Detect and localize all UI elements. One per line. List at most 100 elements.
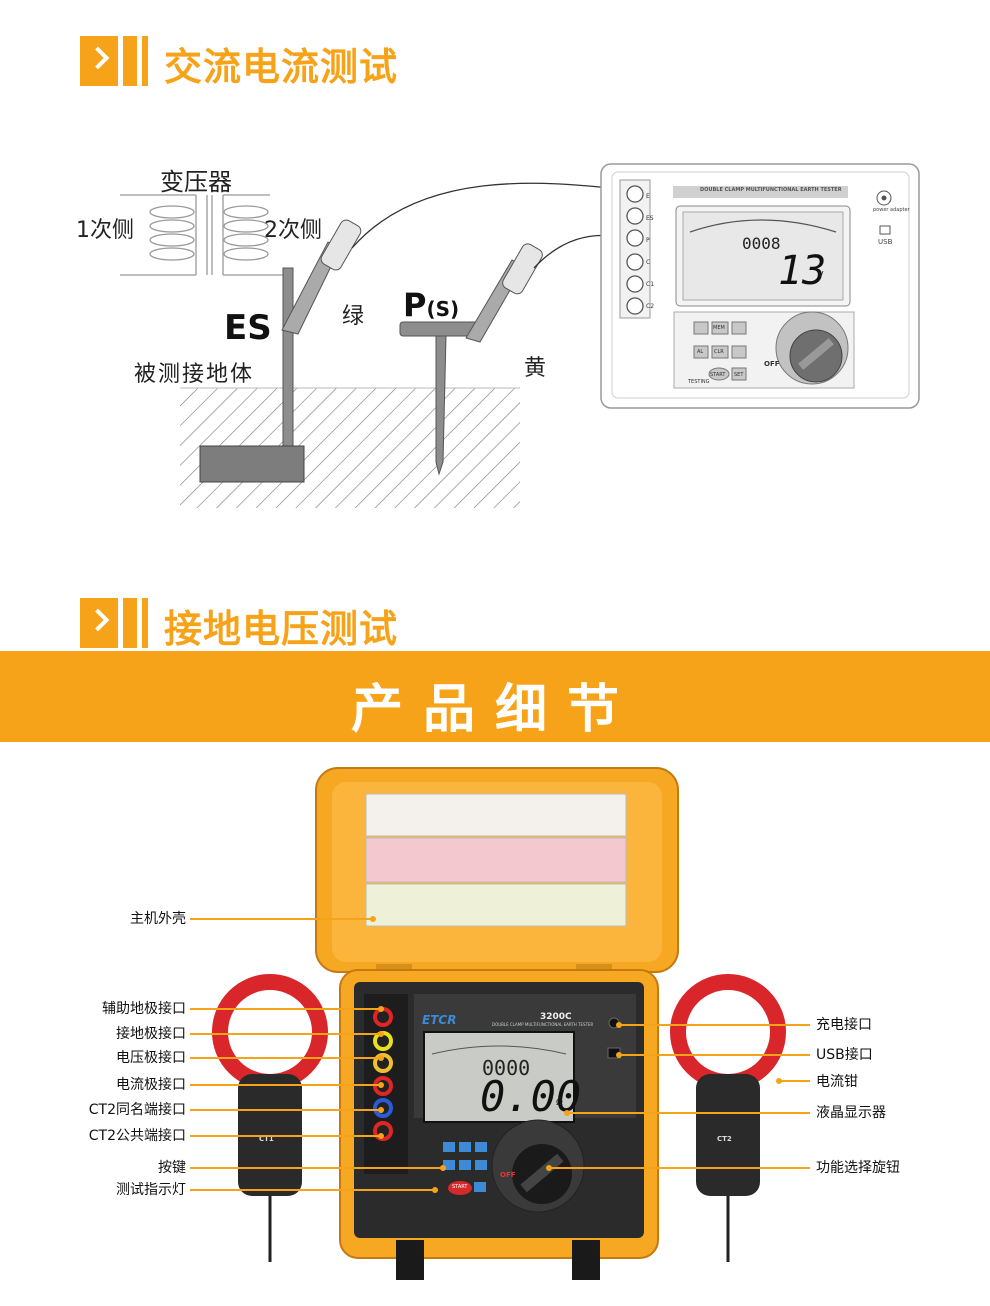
- key-start: START: [710, 372, 726, 378]
- callout-line: [190, 1167, 442, 1169]
- measured-body-label: 被测接地体: [134, 362, 255, 387]
- header-bar: [142, 36, 148, 86]
- earth-plate: [199, 445, 305, 483]
- callout-dot: [546, 1165, 552, 1171]
- start-button-label: START: [452, 1184, 468, 1190]
- terminal-labels: E ES P C C1 C2: [646, 186, 660, 318]
- lcd-screen: [423, 1031, 575, 1123]
- label-ct2-same-port: CT2同名端接口: [88, 1102, 186, 1118]
- label-charge-port: 充电接口: [816, 1017, 872, 1033]
- product-illustration: [212, 767, 786, 1280]
- p-sub: (S): [426, 297, 460, 321]
- callout-dot: [776, 1078, 782, 1084]
- section-title: 交流电流测试: [164, 44, 399, 89]
- label-lcd-display: 液晶显示器: [816, 1105, 886, 1121]
- terminal-c2: C2: [646, 303, 655, 310]
- callout-line: [190, 1084, 380, 1086]
- callout-line: [568, 1112, 810, 1114]
- terminal-c1: C1: [646, 281, 655, 288]
- callout-dot: [432, 1187, 438, 1193]
- terminal-e: E: [646, 193, 650, 200]
- callout-line: [780, 1080, 810, 1082]
- wiring-diagram: [120, 163, 920, 508]
- callout-line: [190, 1109, 380, 1111]
- model-subtitle: DOUBLE CLAMP MULTIFUNCTIONAL EARTH TESTE…: [492, 1022, 594, 1027]
- terminal-c: C: [646, 259, 651, 266]
- header-bar: [123, 36, 137, 86]
- yellow-label: 黄: [524, 356, 547, 381]
- section-header-ac-current: 交流电流测试: [80, 28, 680, 89]
- clamp-left-label: CT1: [259, 1135, 274, 1143]
- callout-dot: [616, 1022, 622, 1028]
- label-ct2-common-port: CT2公共端接口: [88, 1128, 186, 1144]
- label-voltage-port: 电压极接口: [116, 1050, 186, 1066]
- callout-dot: [378, 1133, 384, 1139]
- chevron-icon: [80, 598, 118, 648]
- lcd-unit-ohm: Ω: [556, 1098, 563, 1108]
- lid-sheet-2: [365, 837, 627, 883]
- lid-sheet-3: [365, 883, 627, 927]
- label-keys: 按键: [158, 1160, 186, 1176]
- callout-line: [190, 1057, 380, 1059]
- p-letter: P: [403, 286, 427, 324]
- callout-dot: [440, 1165, 446, 1171]
- clamp-right-jaw: [670, 974, 786, 1090]
- label-ground-port: 接地极接口: [116, 1026, 186, 1042]
- label-main-case: 主机外壳: [130, 911, 186, 927]
- clip-green: [281, 219, 362, 335]
- model-number: 3200C: [540, 1012, 572, 1022]
- transformer-label: 变压器: [160, 168, 232, 196]
- callout-dot: [616, 1052, 622, 1058]
- green-label: 绿: [342, 304, 365, 329]
- section-title: 接地电压测试: [164, 606, 399, 651]
- callout-dot: [370, 916, 376, 922]
- banner-title: 产品细节: [350, 679, 639, 740]
- clamp-right-body: [696, 1074, 760, 1196]
- callout-line: [550, 1167, 810, 1169]
- chevron-icon: [80, 36, 118, 86]
- section-header-ground-voltage: 接地电压测试: [80, 590, 680, 651]
- es-label: ES: [224, 308, 272, 348]
- secondary-side-label: 2次侧: [264, 218, 322, 243]
- callout-line: [190, 918, 372, 920]
- lcd-big: 13: [778, 248, 827, 294]
- model-strip: DOUBLE CLAMP MULTIFUNCTIONAL EARTH TESTE…: [700, 187, 842, 193]
- callout-line: [190, 1033, 380, 1035]
- usb-label: USB: [878, 238, 893, 246]
- lcd-top-reading: 0000: [482, 1056, 531, 1080]
- label-current-port: 电流极接口: [116, 1077, 186, 1093]
- header-bar: [123, 598, 137, 648]
- power-adapter-label: power adapter: [873, 207, 910, 213]
- callout-dot: [378, 1107, 384, 1113]
- brand-logo: ETCR: [422, 1013, 457, 1027]
- p-label: P(S): [403, 286, 459, 324]
- callout-line: [190, 1135, 380, 1137]
- label-current-clamp: 电流钳: [816, 1074, 858, 1090]
- clip-yellow: [465, 243, 543, 343]
- label-function-knob: 功能选择旋钮: [816, 1160, 900, 1176]
- callout-line: [620, 1054, 810, 1056]
- key-al: AL: [697, 349, 704, 355]
- knob-off-label: OFF: [500, 1171, 516, 1179]
- callout-line: [190, 1189, 434, 1191]
- label-usb-port: USB接口: [816, 1047, 873, 1063]
- key-mem: MEM: [713, 325, 725, 331]
- label-test-indicator: 测试指示灯: [116, 1182, 186, 1198]
- callout-line: [620, 1024, 810, 1026]
- label-aux-ground-port: 辅助地极接口: [102, 1001, 186, 1017]
- header-bar: [142, 598, 148, 648]
- callout-dot: [378, 1082, 384, 1088]
- terminal-p: P: [646, 237, 650, 244]
- clamp-left-jaw: [212, 974, 328, 1090]
- product-details-banner: 产品细节: [0, 651, 990, 742]
- primary-side-label: 1次侧: [76, 218, 134, 243]
- clamp-right-label: CT2: [717, 1135, 732, 1143]
- probe-spike: [435, 335, 447, 476]
- callout-dot: [378, 1006, 384, 1012]
- lcd-small: 0008: [742, 234, 781, 253]
- key-set: SET: [734, 372, 744, 378]
- terminal-es: ES: [646, 215, 654, 222]
- testing-label: TESTING: [688, 379, 710, 385]
- earth-rod: [282, 267, 294, 459]
- callout-dot: [564, 1110, 570, 1116]
